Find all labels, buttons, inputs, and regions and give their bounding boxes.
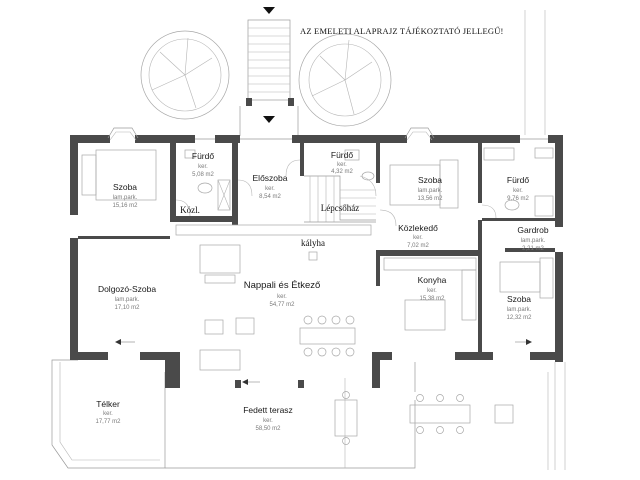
room-name-eloszoba: Előszoba (253, 173, 288, 183)
walls (70, 135, 563, 388)
room-area-konyha: 15,38 m2 (419, 296, 445, 302)
arrow-left-icon (115, 339, 121, 345)
telker-outline (51, 359, 166, 469)
inner-stairs (304, 175, 377, 223)
room-area-szoba-mid: 13,56 m2 (417, 196, 443, 202)
room-name-szoba-mid: Szoba (418, 175, 442, 185)
room-area-eloszoba: 8,54 m2 (259, 194, 281, 200)
room-area-dolgozo: 17,10 m2 (114, 305, 140, 311)
room-name-furdo-mid: Fürdő (331, 150, 353, 160)
room-name-kozl: Közl. (180, 205, 200, 215)
arrow-down-icon (263, 116, 275, 123)
room-floor-szoba-right: lam.park. (507, 307, 532, 313)
room-floor-nappali: ker. (277, 294, 287, 300)
room-floor-furdo-mid: ker. (337, 162, 347, 168)
room-area-szoba-right: 12,32 m2 (506, 315, 532, 321)
room-area-furdo-right: 9,76 m2 (507, 196, 529, 202)
entrance-stairs (239, 19, 299, 136)
room-name-telker: Télker (96, 399, 120, 409)
room-area-szoba-left: 15,16 m2 (112, 203, 138, 209)
room-name-konyha: Konyha (418, 275, 447, 285)
room-name-furdo-right: Fürdő (507, 175, 529, 185)
room-name-kozlekedo: Közlekedő (398, 223, 438, 233)
plan-note: AZ EMELETI ALAPRAJZ TÁJÉKOZTATÓ JELLEGŰ! (300, 26, 504, 36)
room-name-furdo-left: Fürdő (192, 151, 214, 161)
room-floor-szoba-mid: lam.park. (418, 188, 443, 194)
room-floor-furdo-left: ker. (198, 164, 208, 170)
room-area-furdo-left: 5,08 m2 (192, 172, 214, 178)
room-floor-gardrob: lam.park. (521, 238, 546, 244)
room-floor-telker: ker. (103, 411, 113, 417)
room-floor-terasz: ker. (263, 418, 273, 424)
room-name-szoba-left: Szoba (113, 182, 137, 192)
arrow-down-icon (263, 7, 275, 14)
room-name-lepcsohaz: Lépcsőház (321, 203, 359, 213)
room-floor-dolgozo: lam.park. (115, 297, 140, 303)
arrow-right-icon (526, 339, 532, 345)
room-name-gardrob: Gardrob (517, 225, 548, 235)
tree-icon (140, 30, 230, 120)
room-floor-szoba-left: lam.park. (113, 195, 138, 201)
arrow-left-icon (242, 379, 248, 385)
room-name-szoba-right: Szoba (507, 294, 531, 304)
room-area-furdo-mid: 4,32 m2 (331, 169, 353, 175)
room-area-gardrob: 2,21 m2 (522, 246, 544, 252)
room-floor-kozlekedo: ker. (413, 235, 423, 241)
stove-label: kályha (301, 238, 325, 248)
room-area-telker: 17,77 m2 (95, 419, 121, 425)
room-area-nappali: 54,77 m2 (269, 302, 295, 308)
room-area-terasz: 58,50 m2 (255, 426, 281, 432)
room-area-kozlekedo: 7,02 m2 (407, 243, 429, 249)
room-floor-furdo-right: ker. (513, 188, 523, 194)
tree-icon (298, 33, 392, 127)
room-name-terasz: Fedett terasz (243, 405, 293, 415)
room-floor-konyha: ker. (427, 288, 437, 294)
room-name-nappali: Nappali és Étkező (244, 280, 321, 291)
room-floor-eloszoba: ker. (265, 186, 275, 192)
room-name-dolgozo: Dolgozó-Szoba (98, 284, 156, 294)
